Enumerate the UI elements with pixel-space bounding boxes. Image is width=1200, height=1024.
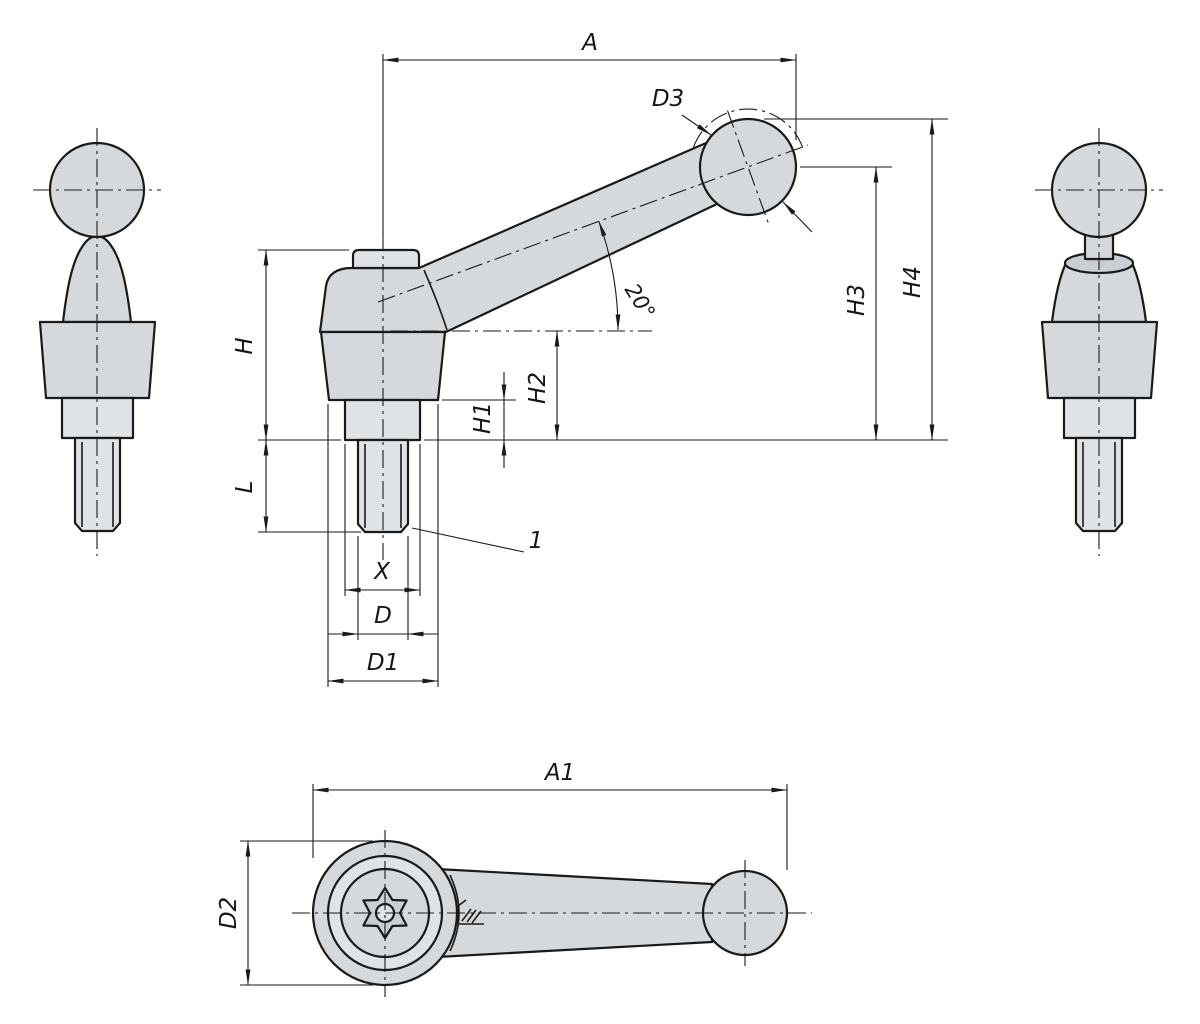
dim-label-h4: H4 bbox=[900, 266, 926, 298]
dim-label-d: D bbox=[374, 603, 392, 629]
dim-h3: H3 bbox=[800, 166, 892, 441]
dim-d2: D2 bbox=[216, 840, 373, 986]
side-lever-arm bbox=[318, 141, 719, 334]
dim-d3: D3 bbox=[652, 86, 813, 233]
dim-label-d3: D3 bbox=[652, 86, 684, 112]
front-lever-cone bbox=[61, 234, 133, 324]
dim-h4: H4 bbox=[764, 118, 948, 441]
dim-a: A bbox=[382, 30, 797, 235]
dim-d: D bbox=[328, 536, 438, 640]
dim-h2: H2 bbox=[525, 330, 560, 441]
front-centerlines bbox=[33, 128, 161, 556]
dim-label-h1: H1 bbox=[470, 402, 496, 434]
dim-label-d1: D1 bbox=[367, 650, 399, 676]
callout-1: 1 bbox=[411, 527, 544, 554]
dim-label-h2: H2 bbox=[525, 372, 551, 404]
dim-label-a1: A1 bbox=[543, 760, 575, 786]
side-centerlines bbox=[377, 108, 809, 560]
dim-l: L bbox=[232, 439, 361, 533]
front-view bbox=[33, 128, 161, 556]
dim-h1: H1 bbox=[442, 372, 516, 468]
dim-a1: A1 bbox=[312, 760, 788, 870]
back-view bbox=[1035, 128, 1163, 556]
dim-label-x: X bbox=[373, 559, 391, 585]
back-centerlines bbox=[1035, 128, 1163, 556]
dim-label-angle: 20° bbox=[620, 279, 660, 323]
side-ball-knob bbox=[698, 117, 798, 217]
dim-label-h3: H3 bbox=[844, 284, 870, 316]
side-hub-cap bbox=[351, 248, 421, 270]
dim-d1: D1 bbox=[327, 404, 439, 687]
side-view bbox=[318, 108, 809, 560]
plan-centerlines bbox=[292, 830, 812, 997]
dim-h: H bbox=[232, 249, 349, 441]
plan-view bbox=[292, 830, 812, 997]
dim-label-h: H bbox=[232, 337, 258, 354]
dim-label-l: L bbox=[232, 481, 258, 494]
dim-label-d2: D2 bbox=[216, 897, 242, 929]
dim-label-a: A bbox=[580, 30, 598, 56]
ball-sphere-dashed-arc bbox=[692, 108, 804, 148]
callout-1-label: 1 bbox=[529, 528, 544, 554]
